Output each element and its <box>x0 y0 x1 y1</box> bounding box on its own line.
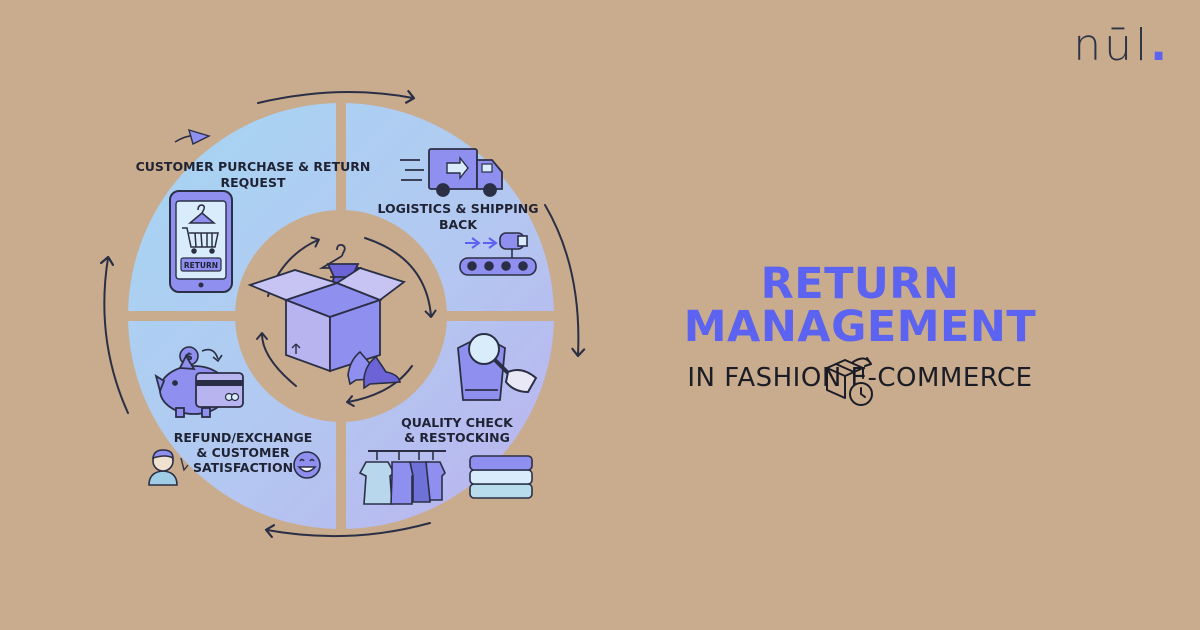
hanger-icon <box>187 204 217 224</box>
step-1-label-line2: REQUEST <box>220 175 285 190</box>
return-button-label: RETURN <box>184 261 218 270</box>
brand-logo[interactable]: nūl. <box>1073 24 1170 68</box>
headline-title: RETURN MANAGEMENT <box>683 259 1037 352</box>
phone-cart-icon: RETURN <box>169 190 233 293</box>
step-2-label-line2: BACK <box>439 217 478 232</box>
headline: RETURN MANAGEMENT IN FASHION E-COMMERCE <box>600 259 1120 394</box>
clothes-rack-icon <box>358 450 446 505</box>
conveyor-scanner-icon <box>459 232 537 276</box>
truck-icon <box>400 148 503 197</box>
step-1-label-line1: CUSTOMER PURCHASE & RETURN <box>136 159 371 174</box>
person-icon <box>148 449 189 486</box>
step-3-label-line1: QUALITY CHECK <box>401 415 514 430</box>
package-return-icon <box>826 357 873 406</box>
step-3-label-line2: & RESTOCKING <box>404 430 510 445</box>
folded-clothes-icon <box>469 455 533 499</box>
credit-card-icon <box>195 372 244 408</box>
shoes-icon <box>347 350 402 390</box>
return-button <box>180 257 222 272</box>
step-2-label-line1: LOGISTICS & SHIPPING <box>377 201 538 216</box>
step-4-label-line1: REFUND/EXCHANGE <box>174 430 313 445</box>
magnifier-icon <box>468 333 538 394</box>
logo-text: nūl <box>1073 20 1151 71</box>
outer-cycle-arrows <box>104 92 578 536</box>
return-arrow-icon <box>174 128 211 146</box>
logo-dot: . <box>1150 20 1170 71</box>
step-4-label-line3: SATISFACTION <box>193 460 293 475</box>
dress-box-icon <box>247 243 406 373</box>
step-4-label-line2: & CUSTOMER <box>196 445 290 460</box>
smiley-icon <box>293 451 321 479</box>
coin-symbol: $ <box>185 350 193 363</box>
